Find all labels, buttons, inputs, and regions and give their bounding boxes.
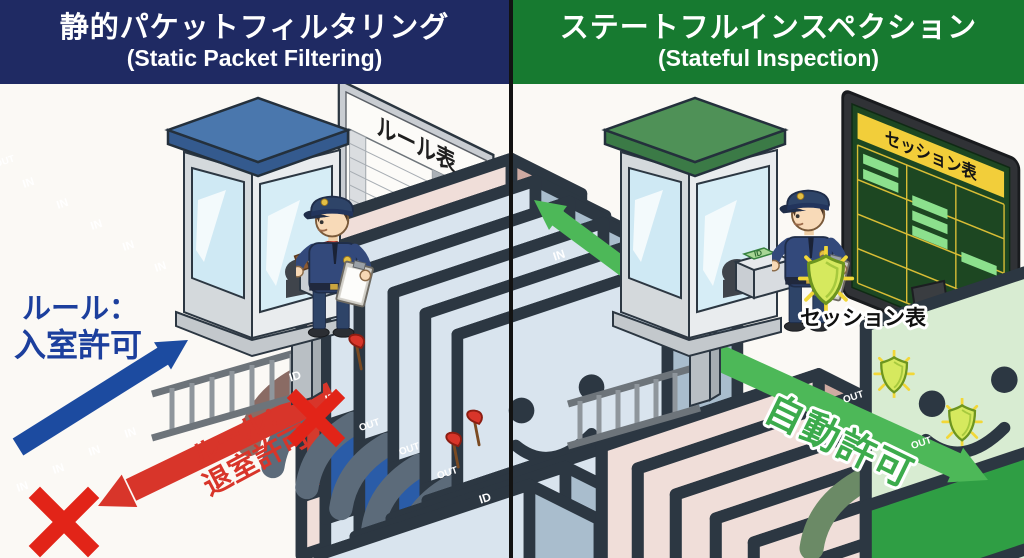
gate-rail (151, 348, 299, 398)
packet-in: IN (87, 444, 671, 558)
packet-in: IN (15, 480, 599, 558)
session-table-label: セッション表 (800, 307, 927, 330)
packet-in: IN (51, 462, 635, 558)
rule-in-line1: ルール： (22, 293, 138, 325)
panel-divider (509, 0, 513, 558)
booth-roof-top (601, 96, 789, 164)
packet-id: ID (287, 367, 891, 558)
packet-label: IN (123, 426, 138, 441)
packet-label: IN (87, 444, 102, 459)
gate-rail (567, 362, 701, 408)
outbound-arrow-shaft (692, 336, 963, 478)
booth-roof-top (164, 96, 352, 164)
packet-in: IN (121, 239, 705, 558)
packet-label: ID (477, 489, 493, 506)
session-table-banner (857, 112, 1005, 198)
packet-in: IN (89, 218, 673, 558)
session-shield-icon (797, 246, 855, 311)
entry-arrow-head (154, 340, 188, 370)
packet-label: IN (551, 247, 567, 264)
packet-in: IN (21, 176, 605, 558)
entry-allowed-arrow (12, 340, 188, 456)
left-gate (151, 326, 325, 442)
packet-label: OUT (0, 153, 16, 170)
window-glare (703, 200, 737, 286)
gate-rail (567, 404, 701, 450)
exit-arrow-head (98, 474, 138, 507)
right-title-english: (Stateful Inspection) (657, 45, 880, 72)
window-glare (633, 190, 663, 262)
packet-in: IN (551, 247, 1024, 558)
inbound-arrow-head (534, 200, 567, 230)
entry-arrow-shaft (12, 347, 169, 456)
outbound-auto-allow-arrow (692, 336, 988, 483)
packet-label: IN (121, 239, 136, 254)
booth-base (612, 310, 782, 358)
gate-rail (151, 392, 299, 442)
packet-label: IN (51, 462, 66, 477)
session-table-entries (863, 153, 997, 276)
left-title-japanese: 静的パケットフィルタリング (59, 12, 450, 45)
packet-in: IN (123, 426, 707, 558)
packet-label: ID (287, 367, 303, 384)
packet-label: IN (89, 218, 104, 233)
outbound-arrow-head (947, 447, 988, 483)
deny-x-mark (286, 388, 346, 448)
packet-label: IN (15, 480, 30, 495)
packet-in: IN (55, 197, 639, 558)
packet-label: IN (153, 260, 168, 275)
packet-label: IN (55, 197, 70, 212)
packet-label: IN (21, 176, 36, 191)
left-title-english: (Static Packet Filtering) (126, 45, 383, 72)
packet-id: ID (444, 431, 1024, 558)
incoming-packet-queue: OUT IN IN IN IN IN (0, 153, 737, 558)
id-card-label: ID (753, 248, 763, 259)
window-glare (266, 200, 300, 286)
left-panel-header: 静的パケットフィルタリング (Static Packet Filtering) (0, 0, 509, 84)
right-panel-header: ステートフルインスペクション (Stateful Inspection) (513, 0, 1024, 84)
deny-x-mark (28, 486, 100, 558)
admitted-packet-queue: IN IN IN IN (15, 426, 707, 558)
rule-in-line2: 入室許可 (14, 327, 142, 363)
right-title-japanese: ステートフルインスペクション (559, 12, 978, 45)
window-glare (196, 190, 226, 262)
packet-in: IN (153, 260, 737, 558)
